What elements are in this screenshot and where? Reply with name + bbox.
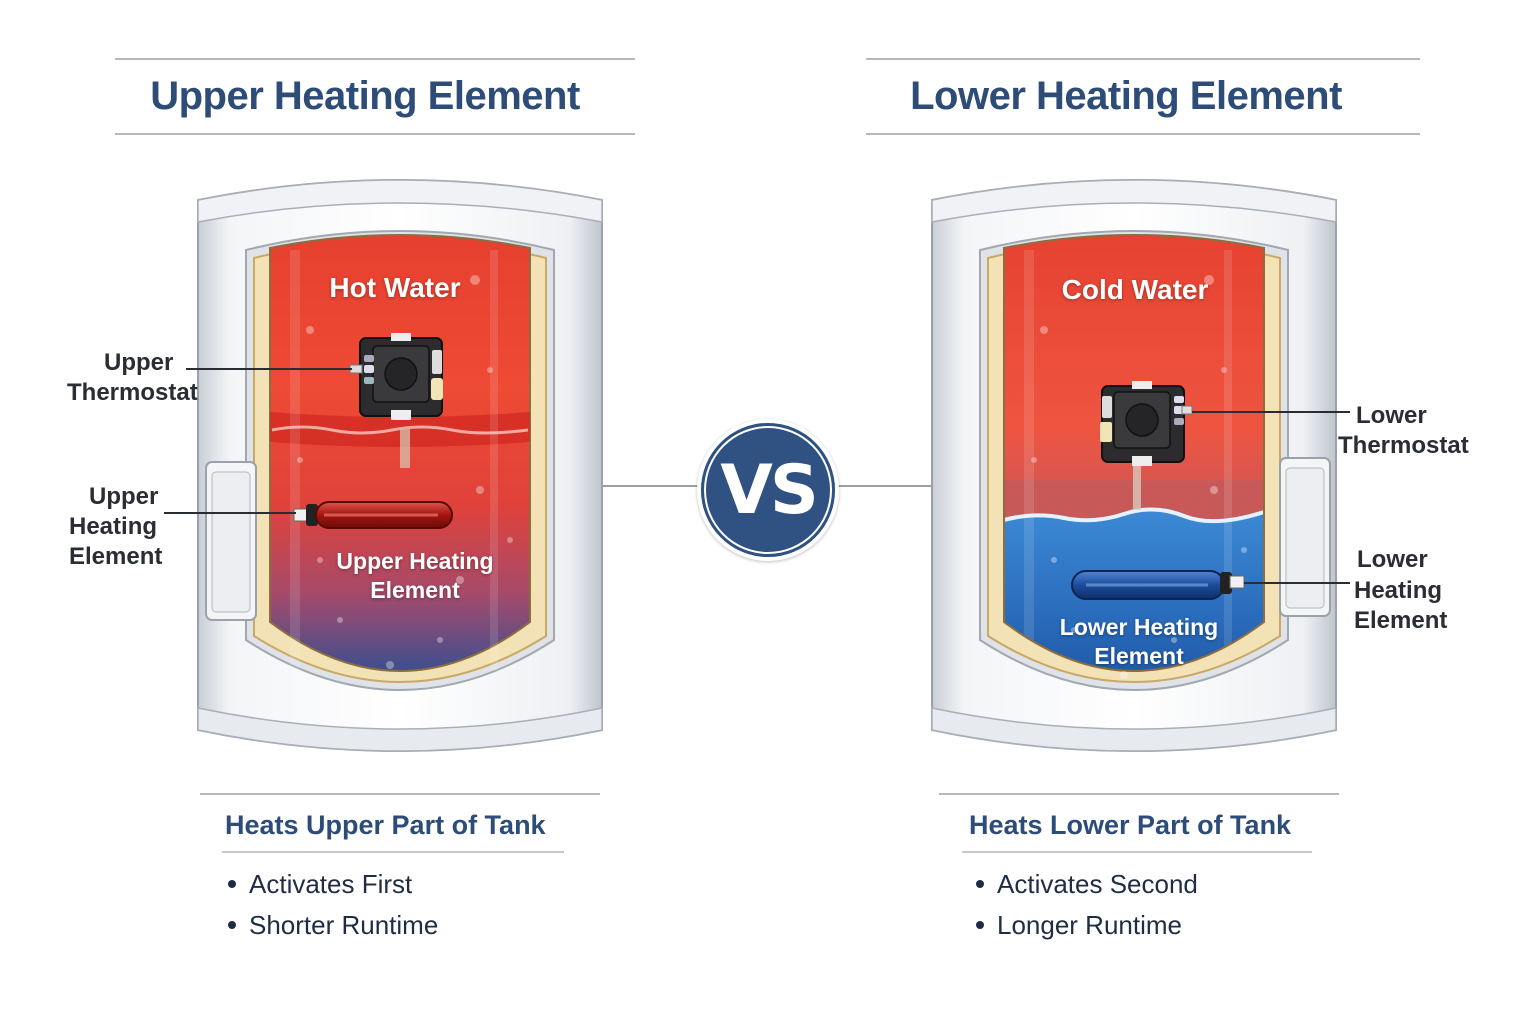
left-title-bottom-rule [115, 133, 635, 135]
left-summary-bottom-rule [222, 851, 564, 853]
vs-connector-left [602, 485, 700, 487]
lower-thermostat-leader-line [1192, 411, 1350, 413]
cold-water-label: Cold Water [1061, 274, 1209, 305]
upper-thermostat-callout-line2: Thermostat [67, 379, 198, 406]
upper-element-tank-diagram [197, 179, 603, 752]
vs-connector-right [838, 485, 934, 487]
lower-element-leader-line [1244, 582, 1350, 584]
left-summary-title: Heats Upper Part of Tank [225, 810, 546, 840]
vs-label: VS [720, 450, 819, 530]
lower-element-inner-label-line1: Lower Heating [1059, 614, 1219, 640]
lower-thermostat-callout-line2: Thermostat [1338, 432, 1469, 459]
upper-heating-element-icon [293, 501, 453, 529]
right-title-bottom-rule [866, 133, 1420, 135]
right-title-top-rule [866, 58, 1420, 60]
lower-thermostat-callout-line1: Lower [1356, 402, 1427, 429]
list-item: Activates Second [976, 864, 1198, 905]
upper-element-callout-line2: Heating [69, 513, 158, 540]
left-summary-list: Activates First Shorter Runtime [228, 864, 438, 946]
upper-thermostat-leader-line [186, 368, 352, 370]
upper-element-inner-label-line2: Element [370, 577, 460, 603]
upper-element-callout-line3: Element [69, 543, 163, 570]
right-summary-list: Activates Second Longer Runtime [976, 864, 1198, 946]
left-title-top-rule [115, 58, 635, 60]
list-item: Longer Runtime [976, 905, 1198, 946]
right-summary-bottom-rule [962, 851, 1312, 853]
right-summary-top-rule [939, 793, 1339, 795]
lower-heating-element-icon [1071, 570, 1245, 600]
lower-thermostat-icon [1100, 381, 1193, 510]
upper-thermostat-icon [349, 333, 443, 468]
lower-element-callout-line3: Element [1354, 607, 1448, 634]
left-summary-top-rule [200, 793, 600, 795]
upper-thermostat-callout-line1: Upper [104, 349, 174, 376]
lower-element-tank-diagram [931, 179, 1337, 752]
lower-element-callout-line1: Lower [1357, 546, 1428, 573]
upper-element-leader-line [164, 512, 296, 514]
vs-badge: VS [697, 419, 839, 561]
list-item: Activates First [228, 864, 438, 905]
right-title: Lower Heating Element [910, 74, 1342, 118]
hot-water-label: Hot Water [329, 272, 461, 303]
lower-element-inner-label-line2: Element [1094, 643, 1184, 669]
right-summary-title: Heats Lower Part of Tank [969, 810, 1292, 840]
upper-element-callout-line1: Upper [89, 483, 159, 510]
upper-element-inner-label-line1: Upper Heating [336, 548, 494, 574]
lower-element-callout-line2: Heating [1354, 577, 1443, 604]
left-title: Upper Heating Element [150, 74, 580, 118]
list-item: Shorter Runtime [228, 905, 438, 946]
